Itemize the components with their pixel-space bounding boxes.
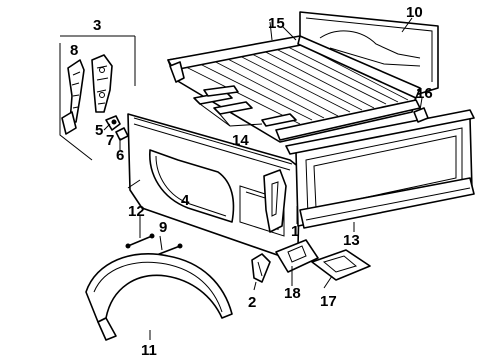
hinge-bracket — [413, 107, 429, 123]
fastener-group — [105, 115, 129, 141]
callout-17: 17 — [320, 293, 337, 310]
callout-15: 15 — [268, 15, 285, 32]
callout-4: 4 — [181, 192, 190, 209]
leader-lines — [103, 17, 423, 340]
callout-5: 5 — [95, 122, 103, 139]
inner-panel-brace-part — [61, 54, 113, 135]
rear-fender — [85, 252, 233, 341]
callout-13: 13 — [343, 232, 360, 249]
callout-18: 18 — [284, 285, 301, 302]
callout-2: 2 — [248, 294, 256, 311]
callout-14: 14 — [232, 132, 249, 149]
callout-numbers: 3 8 15 10 16 5 7 6 14 4 1 12 9 13 2 18 1… — [70, 4, 433, 359]
group-3-bracket — [59, 35, 136, 161]
callout-7: 7 — [106, 132, 114, 149]
bed-floor — [167, 11, 439, 143]
callout-6: 6 — [116, 147, 124, 164]
callout-3: 3 — [93, 17, 101, 34]
callout-1: 1 — [291, 223, 299, 240]
callout-12: 12 — [128, 203, 145, 220]
floor-support-plates — [275, 239, 371, 281]
bracket-2 — [251, 253, 271, 283]
callout-9: 9 — [159, 219, 167, 236]
callout-11: 11 — [141, 342, 157, 359]
callout-10: 10 — [406, 4, 423, 21]
rear-step-bumper — [299, 177, 475, 229]
callout-16: 16 — [416, 85, 433, 102]
callout-8: 8 — [70, 42, 78, 59]
